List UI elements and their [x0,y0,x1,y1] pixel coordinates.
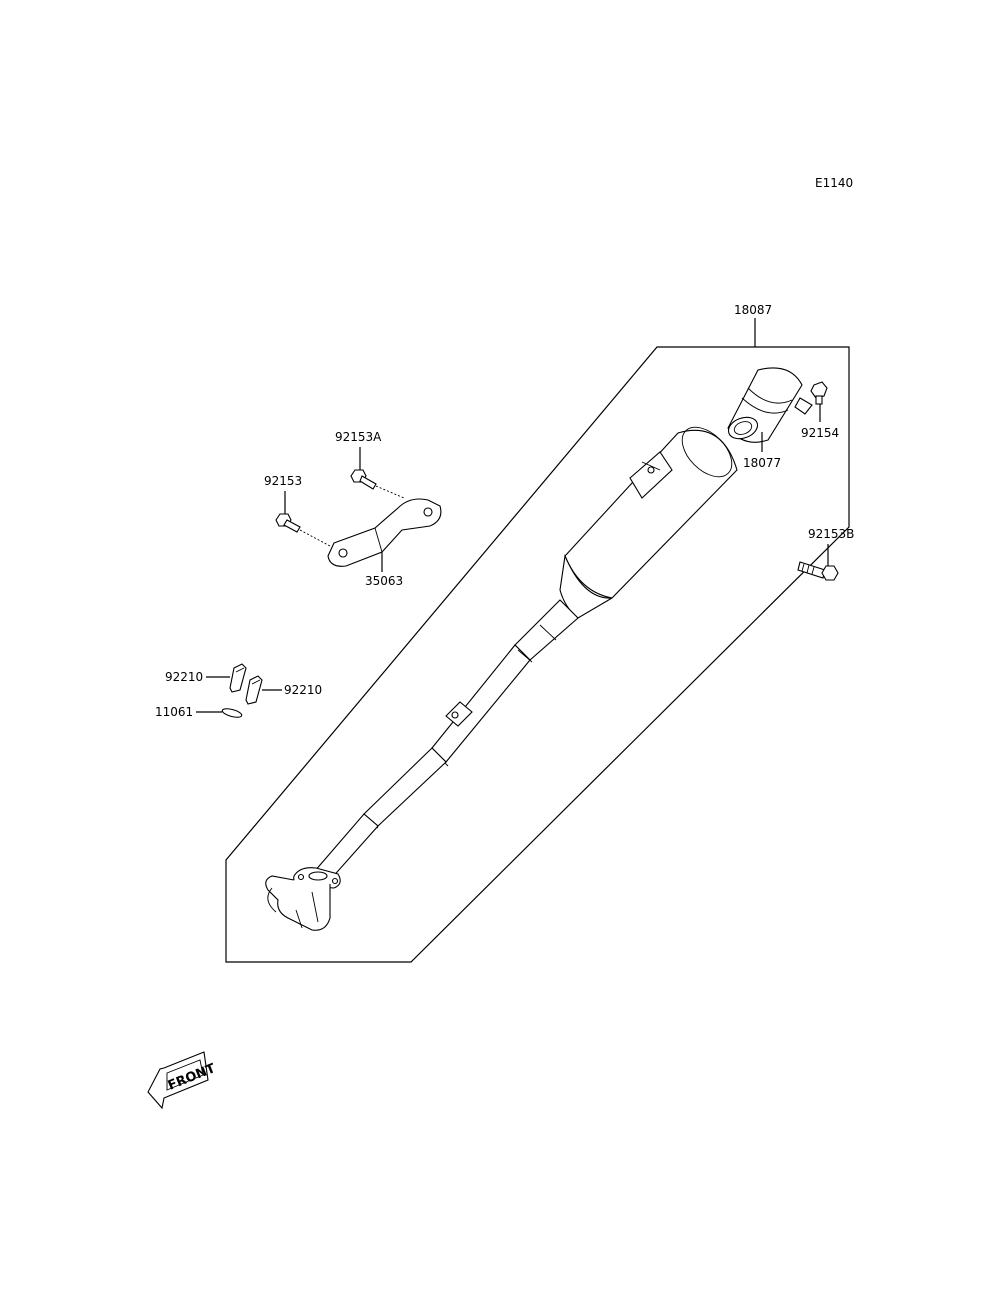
part-number-92210-left[interactable]: 92210 [165,670,203,684]
part-number-35063[interactable]: 35063 [365,574,403,588]
gasket-92210-right [245,675,263,705]
part-number-11061[interactable]: 11061 [155,705,193,719]
bolt-92154 [810,381,828,405]
part-number-92153[interactable]: 92153 [264,474,302,488]
bolt-92153B [797,561,839,581]
part-number-18077[interactable]: 18077 [743,456,781,470]
diagram-code: E1140 [815,176,853,190]
part-number-92210-right[interactable]: 92210 [284,683,322,697]
bolt-92153A [350,469,377,490]
tail-pipe [727,367,813,443]
gasket-92210-left [229,663,247,693]
assembly-outline [225,318,850,963]
part-number-92153A[interactable]: 92153A [335,430,382,444]
muffler-body [559,426,738,619]
front-arrow-icon [147,1051,209,1110]
part-number-92153B[interactable]: 92153B [808,527,854,541]
part-number-18087[interactable]: 18087 [734,303,772,317]
gasket-11061 [221,708,243,718]
bolt-92153 [275,513,301,533]
bracket-35063 [327,498,442,567]
part-number-92154[interactable]: 92154 [801,426,839,440]
exhaust-pipe [265,599,579,931]
